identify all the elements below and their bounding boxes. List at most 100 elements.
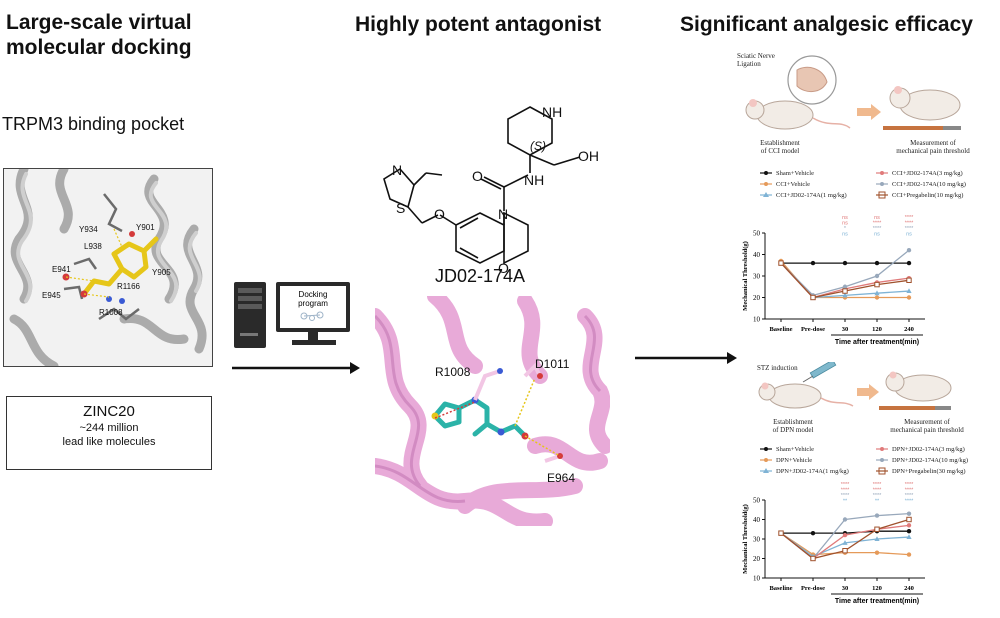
dpn-xtick-label-4: 240 xyxy=(904,585,914,592)
cci-point-5-1 xyxy=(810,294,816,301)
cci-sig-sig_120-0: ns xyxy=(874,215,880,221)
cci-point-4-3 xyxy=(874,273,880,279)
dpn-ytick-label-2: 30 xyxy=(753,536,761,544)
arrow-right-icon-2 xyxy=(635,352,737,364)
zinc-description: lead like molecules xyxy=(62,436,156,448)
dpn-point-2-4 xyxy=(906,534,912,540)
cci-point-2-4 xyxy=(906,288,912,294)
dpn-model-schematic: STZ induction Establishment of DPN model… xyxy=(757,362,964,434)
left-title-line2: molecular docking xyxy=(6,36,192,59)
complex-structure-image: R1008 D1011 E964 xyxy=(375,296,610,526)
cci-sig-sig_30-0: ns xyxy=(842,215,848,221)
atom-nh-piperidine: NH xyxy=(542,104,562,120)
cci-sig-sig_240-3: ns xyxy=(906,232,912,238)
dpn-point-4-4 xyxy=(906,511,912,516)
sciatic-label-line1: Sciatic Nerve xyxy=(737,52,775,60)
dpn-xtick-label-2: 30 xyxy=(842,585,849,592)
zinc-count: ~244 million xyxy=(79,422,139,434)
dpn-sig-sig_240-3: **** xyxy=(905,499,914,505)
zinc-name: ZINC20 xyxy=(83,403,135,420)
atom-nh-urea: NH xyxy=(524,172,544,188)
left-title-line1: Large-scale virtual xyxy=(6,11,192,34)
cci-point-5-2 xyxy=(842,288,848,294)
cci-ytick-label-0: 50 xyxy=(753,230,761,238)
cci-point-0-4 xyxy=(906,260,912,266)
cci-sig-sig_120-3: ns xyxy=(874,232,880,238)
cci-step1-line2: of CCI model xyxy=(761,147,800,155)
cci-point-0-2 xyxy=(842,260,848,266)
dpn-sig-sig_240-0: **** xyxy=(905,482,914,488)
dpn-point-5-2 xyxy=(842,548,848,554)
dpn-sig-sig_240-1: **** xyxy=(905,488,914,494)
dpn-point-2-3 xyxy=(874,536,880,541)
cci-sig-sig_240-0: **** xyxy=(905,215,914,221)
dpn-ytick-label-1: 40 xyxy=(753,516,761,524)
cci-xtick-label-4: 240 xyxy=(904,326,914,333)
atom-n-amide: N xyxy=(498,206,508,222)
dpn-point-0-4 xyxy=(906,529,912,534)
cci-point-4-4 xyxy=(906,248,912,253)
computer-icon: Docking program xyxy=(234,282,350,348)
cci-y-label: Mechanical Threshold(g) xyxy=(742,241,749,311)
cci-point-0-1 xyxy=(810,260,816,266)
dpn-step1-line2: of DPN model xyxy=(773,426,814,434)
left-section-title: Large-scale virtual molecular docking xyxy=(6,10,192,60)
cci-point-2-2 xyxy=(842,292,848,298)
dpn-step2-line1: Measurement of xyxy=(904,418,950,426)
trpm3-pocket-svg: Y934 Y901 L938 E941 R1166 Y905 E945 R100… xyxy=(4,169,212,366)
dpn-point-5-4 xyxy=(906,516,912,523)
dpn-sig-sig_30-3: ** xyxy=(843,499,848,505)
cci-legend-0: Sham+Vehicle xyxy=(776,170,814,177)
dpn-xtick-label-3: 120 xyxy=(872,585,882,592)
dpn-legend-3: DPN+JD02-174A(10 mg/kg) xyxy=(892,457,968,464)
cci-sig-sig_240-2: **** xyxy=(905,226,914,232)
cci-point-1-4 xyxy=(906,295,912,300)
dpn-point-4-3 xyxy=(874,513,880,518)
docking-label-line1: Docking xyxy=(299,290,328,299)
dpn-sig-sig_120-3: ** xyxy=(875,499,880,505)
atom-o-ring: O xyxy=(498,260,509,276)
cci-legend-1: CCI+JD02-174A(3 mg/kg) xyxy=(892,170,963,177)
residue-label-e941: E941 xyxy=(52,265,71,274)
cci-xtick-label-3: 120 xyxy=(872,326,882,333)
cci-x-label: Time after treatment(min) xyxy=(835,339,919,346)
molecule-name: JD02-174A xyxy=(435,266,526,286)
right-section-title: Significant analgesic efficacy xyxy=(680,13,973,36)
cci-model-schematic: Sciatic Nerve Ligation Establishment of … xyxy=(737,52,970,155)
dpn-point-3-4 xyxy=(906,523,912,528)
cci-xtick-label-1: Pre-dose xyxy=(801,326,825,333)
dpn-xtick-label-0: Baseline xyxy=(769,585,792,592)
middle-section-title: Highly potent antagonist xyxy=(355,13,602,36)
dpn-y-label: Mechanical Threshold(g) xyxy=(742,504,749,574)
cci-step1-line1: Establishment xyxy=(760,139,800,147)
cci-legend-4: CCI+JD02-174A(1 mg/kg) xyxy=(776,192,847,199)
atom-o-carbonyl: O xyxy=(472,168,483,184)
residue-label-r1008-complex: R1008 xyxy=(435,365,471,379)
dpn-point-5-0 xyxy=(778,530,784,536)
dpn-sig-sig_120-1: **** xyxy=(873,488,882,494)
dpn-point-5-3 xyxy=(874,526,880,532)
stz-induction-label: STZ induction xyxy=(757,364,798,372)
atom-n-thiazole: N xyxy=(392,162,402,178)
atom-oh: OH xyxy=(578,148,599,164)
dpn-sig-sig_120-2: **** xyxy=(873,493,882,499)
cci-sig-sig_30-1: ns xyxy=(842,221,848,227)
dpn-sig-sig_30-0: **** xyxy=(841,482,850,488)
cci-point-5-0 xyxy=(778,260,784,266)
cci-sig-sig_120-2: **** xyxy=(873,226,882,232)
trpm3-pocket-image: Y934 Y901 L938 E941 R1166 Y905 E945 R100… xyxy=(3,168,213,367)
atom-o-ether: O xyxy=(434,206,445,222)
cci-step2-line2: mechanical pain threshold xyxy=(896,147,970,155)
dpn-sig-sig_240-2: **** xyxy=(905,493,914,499)
mouse-icon-2 xyxy=(883,86,961,130)
residue-label-y934: Y934 xyxy=(79,225,98,234)
cci-step2-line1: Measurement of xyxy=(910,139,956,147)
cci-point-5-4 xyxy=(906,277,912,283)
cci-legend: Sham+Vehicle CCI+JD02-174A(3 mg/kg) CCI+… xyxy=(760,170,966,199)
complex-structure-svg: R1008 D1011 E964 xyxy=(375,296,610,526)
cci-xtick-label-2: 30 xyxy=(842,326,849,333)
residue-label-r1008: R1008 xyxy=(99,308,123,317)
cci-point-4-2 xyxy=(842,284,848,289)
cci-ytick-label-2: 30 xyxy=(753,273,761,281)
